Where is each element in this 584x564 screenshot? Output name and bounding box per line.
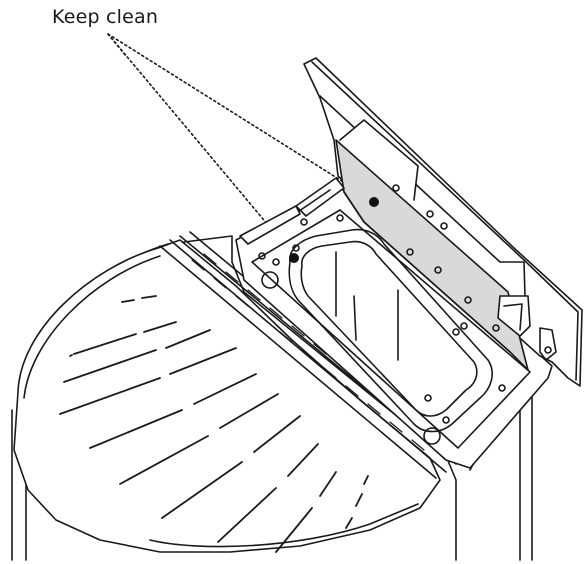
leader-lines xyxy=(107,33,373,257)
frame-screws xyxy=(258,214,506,424)
vent-slot xyxy=(161,461,243,519)
vent-slot xyxy=(165,329,211,349)
vent-slot xyxy=(63,349,157,383)
vent-slots xyxy=(59,295,369,553)
top-cover xyxy=(13,239,441,553)
leader-line-right xyxy=(107,33,373,201)
vent-slot xyxy=(363,475,369,485)
vent-slot xyxy=(253,415,301,453)
vent-slot xyxy=(143,321,177,333)
vent-slot xyxy=(69,354,73,357)
vent-slot xyxy=(89,409,183,449)
vent-slot xyxy=(119,435,209,485)
leader-line-branch xyxy=(107,33,127,57)
leader-line-left xyxy=(107,33,295,257)
lid-screws xyxy=(392,184,552,354)
callout-marker-right xyxy=(369,197,379,207)
vent-slot xyxy=(141,295,157,299)
callout-label: Keep clean xyxy=(52,6,159,28)
vent-slot xyxy=(193,373,257,405)
hopper-frame xyxy=(235,187,553,469)
vent-slot xyxy=(319,471,337,497)
vent-slot xyxy=(73,333,137,355)
vent-slot xyxy=(217,487,277,543)
vent-slot xyxy=(345,517,353,529)
vent-slot xyxy=(121,299,135,303)
hinged-lid xyxy=(303,57,583,387)
lid-strut xyxy=(239,177,345,245)
vent-slot xyxy=(287,443,319,477)
vent-slot xyxy=(219,393,279,429)
vent-slot xyxy=(355,493,363,507)
callout-marker-left xyxy=(289,253,299,263)
vent-slot xyxy=(169,347,237,375)
vent-slot xyxy=(59,377,161,415)
vent-slot xyxy=(275,507,313,553)
